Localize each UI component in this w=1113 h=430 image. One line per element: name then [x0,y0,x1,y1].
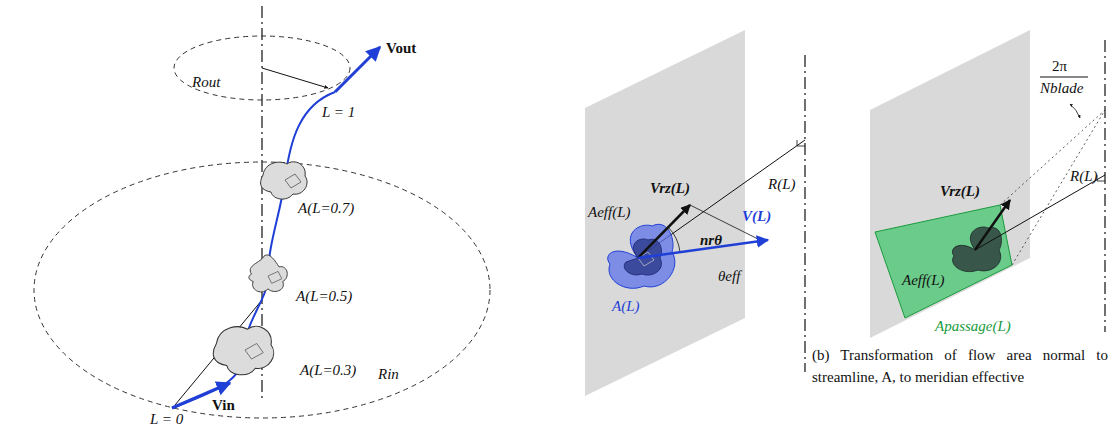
streamline [172,92,335,408]
velocity-label: Vrz(L) [650,180,690,196]
passage-plane-figure [870,30,1105,338]
area-label: A(L=0.7) [298,200,354,216]
area-label: A(L) [612,298,640,314]
fraction-numerator: 2π [1052,58,1067,74]
position-label: L = 1 [322,104,355,120]
streamline-figure [34,6,490,418]
radius-label: R(L) [768,176,796,192]
normal-label: nrθ [700,232,722,248]
right-angle-mark [1097,175,1105,181]
position-label: L = 0 [150,411,183,427]
radius-label: Rout [192,74,220,90]
area-label: A(L=0.5) [296,288,352,304]
wedge-line [1012,110,1105,265]
velocity-label: Vout [386,40,416,56]
right-angle-mark [797,140,805,146]
figure-caption: (b) Transformation of flow area normal t… [812,344,1108,388]
flow-area [249,255,287,292]
outlet-velocity [335,47,380,92]
area-label: Aeff(L) [902,272,945,288]
radius-label: Rin [378,366,399,382]
flow-area [213,326,273,374]
passage-area [875,205,1012,318]
velocity-label: V(L) [742,208,771,224]
outlet-radius [262,68,328,88]
meridional-velocity [638,205,690,258]
meridian-plane [585,30,745,396]
wedge-line [1000,110,1105,205]
meridional-velocity [975,200,1010,250]
fraction-denominator: Nblade [1040,80,1083,96]
radius-label: R(L) [1070,168,1098,184]
rotation-axis [1104,40,1105,332]
radius-line [975,175,1105,250]
pitch-angle-arc [1070,104,1080,118]
velocity-label: Vin [212,397,235,413]
inlet-circle [34,162,490,418]
area-label: A(L=0.3) [300,362,356,378]
velocity-label: Vrz(L) [940,183,980,199]
meridian-plane [870,30,1030,338]
angle-arc [668,227,680,252]
outlet-circle [174,36,350,100]
flow-area [261,162,307,199]
meridian-plane-figure [585,30,805,396]
angle-label: θeff [718,268,740,284]
fraction-bar [1040,77,1088,78]
area-label: Aeff(L) [588,204,631,220]
rotation-axis [804,55,805,372]
area-label: Apassage(L) [935,318,1011,334]
